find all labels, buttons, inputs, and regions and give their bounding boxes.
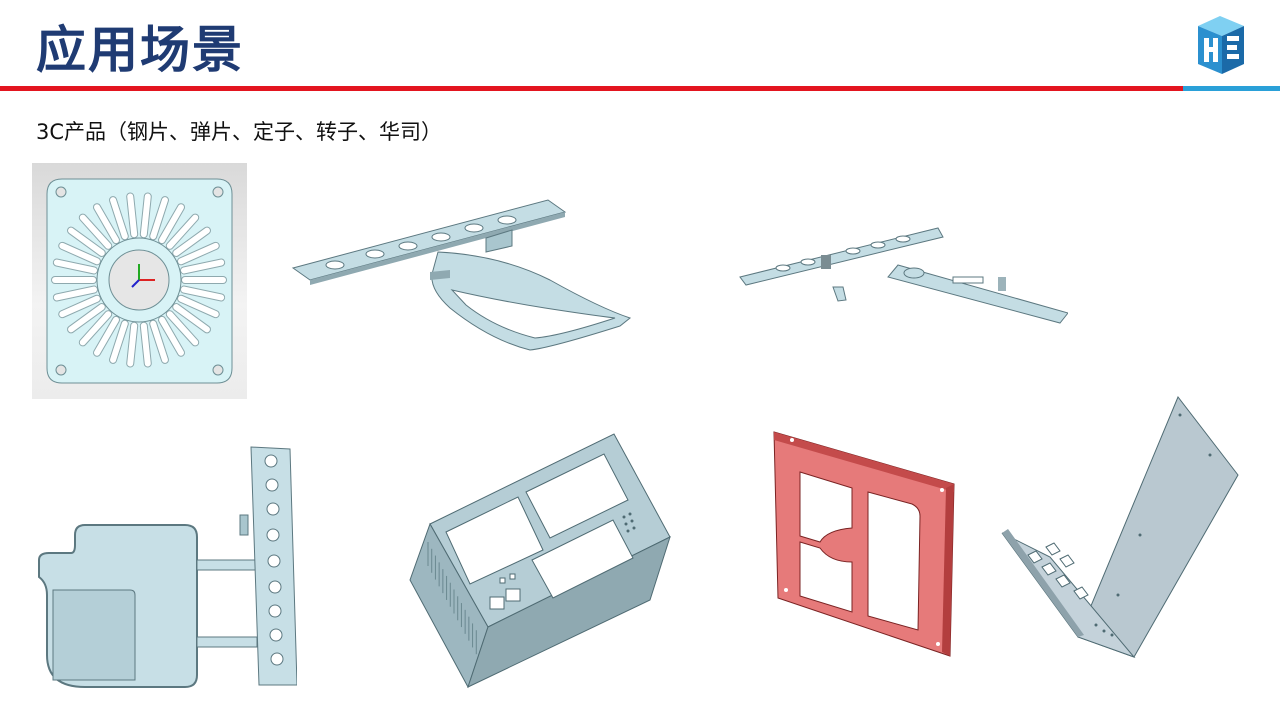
bracket-frame-image (290, 190, 650, 360)
product-category-text: 3C产品（钢片、弹片、定子、转子、华司） (36, 120, 443, 144)
header-divider-red (0, 86, 1183, 91)
stator-lamination-image (32, 163, 247, 399)
page-title: 应用场景 (36, 21, 244, 79)
l-bracket-plate-image (1000, 395, 1240, 663)
perforated-strip-plate-image (35, 445, 297, 690)
enclosure-box-image (408, 432, 673, 690)
company-cube-logo-icon (1198, 16, 1244, 74)
red-frame-part-image (772, 430, 957, 658)
spring-strip-image (738, 225, 1068, 325)
header-divider-blue (1183, 86, 1280, 91)
